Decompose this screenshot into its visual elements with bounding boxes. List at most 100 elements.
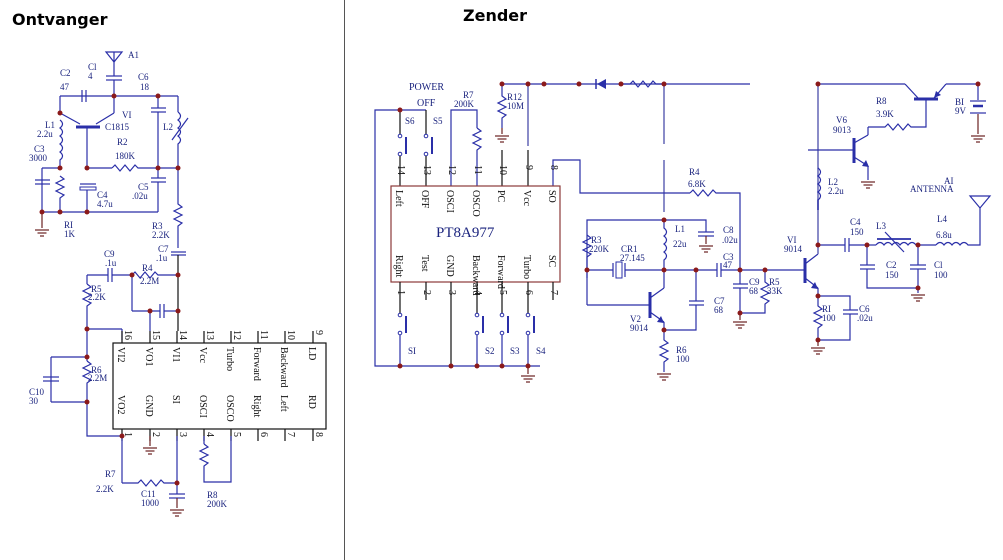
rx-pin-number: 12 bbox=[231, 330, 242, 340]
tx-junctions bbox=[397, 81, 981, 369]
tx-c8-value: .02u bbox=[722, 235, 738, 245]
tx-r6-ref: R6 bbox=[676, 345, 687, 355]
tx-pin-name: OFF bbox=[419, 190, 430, 209]
rx-pin-name: GND bbox=[143, 395, 154, 417]
tx-off-label: OFF bbox=[417, 98, 436, 109]
rx-pin-number: 13 bbox=[204, 330, 215, 340]
tx-r12-value: 10M bbox=[507, 101, 524, 111]
tx-v2-value: 9014 bbox=[630, 323, 649, 333]
rx-r4-value: 2.2M bbox=[140, 276, 159, 286]
rx-c7-ref: C7 bbox=[158, 244, 169, 254]
rx-pin-number: 14 bbox=[177, 330, 188, 340]
tx-v6-ref: V6 bbox=[836, 115, 847, 125]
rx-c7-value: .1u bbox=[156, 253, 168, 263]
rx-v1-ref: VI bbox=[122, 110, 132, 120]
tx-r12-ref: R12 bbox=[507, 92, 522, 102]
rx-pin-name: SI bbox=[170, 395, 181, 404]
tx-c7-ref: C7 bbox=[714, 296, 725, 306]
rx-c2-ref: C2 bbox=[60, 68, 71, 78]
tx-pin-number: 10 bbox=[497, 165, 508, 175]
tx-pin-name: Turbo bbox=[521, 255, 532, 279]
rx-pin-name: Vcc bbox=[197, 347, 208, 364]
tx-pin-name: Right bbox=[393, 255, 404, 277]
tx-s2-ref: S2 bbox=[485, 346, 495, 356]
antenna-icon bbox=[104, 51, 124, 76]
tx-s6-ref: S6 bbox=[405, 116, 415, 126]
tx-pin-number: 12 bbox=[446, 165, 457, 175]
rx-r6-value: 2.2M bbox=[88, 373, 107, 383]
rx-r1-ref: RI bbox=[64, 220, 73, 230]
rx-c11-value: 1000 bbox=[141, 498, 160, 508]
rx-r5-ref: R5 bbox=[91, 284, 102, 294]
tx-bottom-switches bbox=[397, 312, 535, 336]
tx-diode bbox=[595, 79, 606, 89]
rx-pin-number: 8 bbox=[313, 432, 324, 437]
rx-pin-number: 10 bbox=[285, 330, 296, 340]
receiver-circuit: A1 Cl 4 C2 47 C6 18 VI C1815 L1 2.2u C3 … bbox=[29, 50, 327, 517]
rx-r7-value: 2.2K bbox=[96, 484, 114, 494]
rx-pin-name: VO2 bbox=[115, 395, 126, 414]
tx-r4-ref: R4 bbox=[689, 167, 700, 177]
rx-pin-name: Right bbox=[251, 395, 262, 417]
tx-b1-value: 9V bbox=[955, 106, 967, 116]
tx-c2-value: 150 bbox=[885, 270, 899, 280]
tx-r4-value: 6.8K bbox=[688, 179, 706, 189]
rx-pin-number: 11 bbox=[258, 330, 269, 340]
rx-c5-ref: C5 bbox=[138, 182, 149, 192]
rx-a1-label: A1 bbox=[128, 50, 139, 60]
tx-cr1-value: 27.145 bbox=[620, 253, 645, 263]
rx-pin-name: OSCO bbox=[224, 395, 235, 422]
tx-s3-ref: S3 bbox=[510, 346, 520, 356]
tx-pin-name: GND bbox=[444, 255, 455, 277]
rx-pin-name: RD bbox=[306, 395, 317, 409]
tx-s4-ref: S4 bbox=[536, 346, 546, 356]
rx-c3-ref: C3 bbox=[34, 144, 45, 154]
tx-r7-ref: R7 bbox=[463, 90, 474, 100]
rx-r2-ref: R2 bbox=[117, 137, 128, 147]
tx-v6-value: 9013 bbox=[833, 125, 852, 135]
tx-ic-body bbox=[390, 185, 561, 283]
rx-c6-ref: C6 bbox=[138, 72, 149, 82]
tx-c1-value: 100 bbox=[934, 270, 948, 280]
tx-pin-name: Forward bbox=[495, 255, 506, 289]
rx-pin-name: Forward bbox=[251, 347, 262, 381]
rx-c6-value: 18 bbox=[140, 82, 150, 92]
tx-pin-name: Backward bbox=[470, 255, 481, 296]
tx-l2-value: 2.2u bbox=[828, 186, 844, 196]
tx-pin-name: SO bbox=[546, 190, 557, 203]
transmitter-circuit: POWER OFF S6 S5 R7 200K R12 10M bbox=[374, 79, 992, 383]
rx-pin-number: 3 bbox=[177, 432, 188, 437]
tx-l2-ref: L2 bbox=[828, 177, 838, 187]
tx-c6-value: .02u bbox=[857, 313, 873, 323]
rx-c10-value: 30 bbox=[29, 396, 39, 406]
tx-r5-value: 33K bbox=[767, 286, 783, 296]
tx-pin-number: 9 bbox=[523, 165, 534, 170]
rx-r2-value: 180K bbox=[115, 151, 136, 161]
rx-pin-name: OSCI bbox=[197, 395, 208, 418]
rx-l1-ref: L1 bbox=[45, 120, 55, 130]
rx-r3-value: 2.2K bbox=[152, 230, 170, 240]
rx-c3-value: 3000 bbox=[29, 153, 48, 163]
tx-r5-ref: R5 bbox=[769, 277, 780, 287]
tx-c4-value: 150 bbox=[850, 227, 864, 237]
rx-c5-value: .02u bbox=[132, 191, 148, 201]
tx-r1-ref: RI bbox=[822, 304, 831, 314]
rx-l2-ref: L2 bbox=[163, 122, 173, 132]
rx-pin-number: 5 bbox=[231, 432, 242, 437]
rx-pin-number: 16 bbox=[122, 330, 133, 340]
tx-c4-ref: C4 bbox=[850, 217, 861, 227]
tx-antenna-icon bbox=[968, 195, 992, 209]
tx-c7-value: 68 bbox=[714, 305, 724, 315]
tx-r6-value: 100 bbox=[676, 354, 690, 364]
tx-pin-number: 8 bbox=[548, 165, 559, 170]
tx-c1-ref: Cl bbox=[934, 260, 943, 270]
rx-pin-name: Turbo bbox=[224, 347, 235, 371]
tx-pin-name: Vcc bbox=[521, 190, 532, 207]
rx-pin-number: 1 bbox=[122, 432, 133, 437]
rx-r7-ref: R7 bbox=[105, 469, 116, 479]
tx-pin-name: OSCI bbox=[444, 190, 455, 213]
rx-pin-name: VO1 bbox=[143, 347, 154, 366]
tx-pin-name: PC bbox=[495, 190, 506, 203]
tx-a1-ref: AI bbox=[944, 176, 954, 186]
